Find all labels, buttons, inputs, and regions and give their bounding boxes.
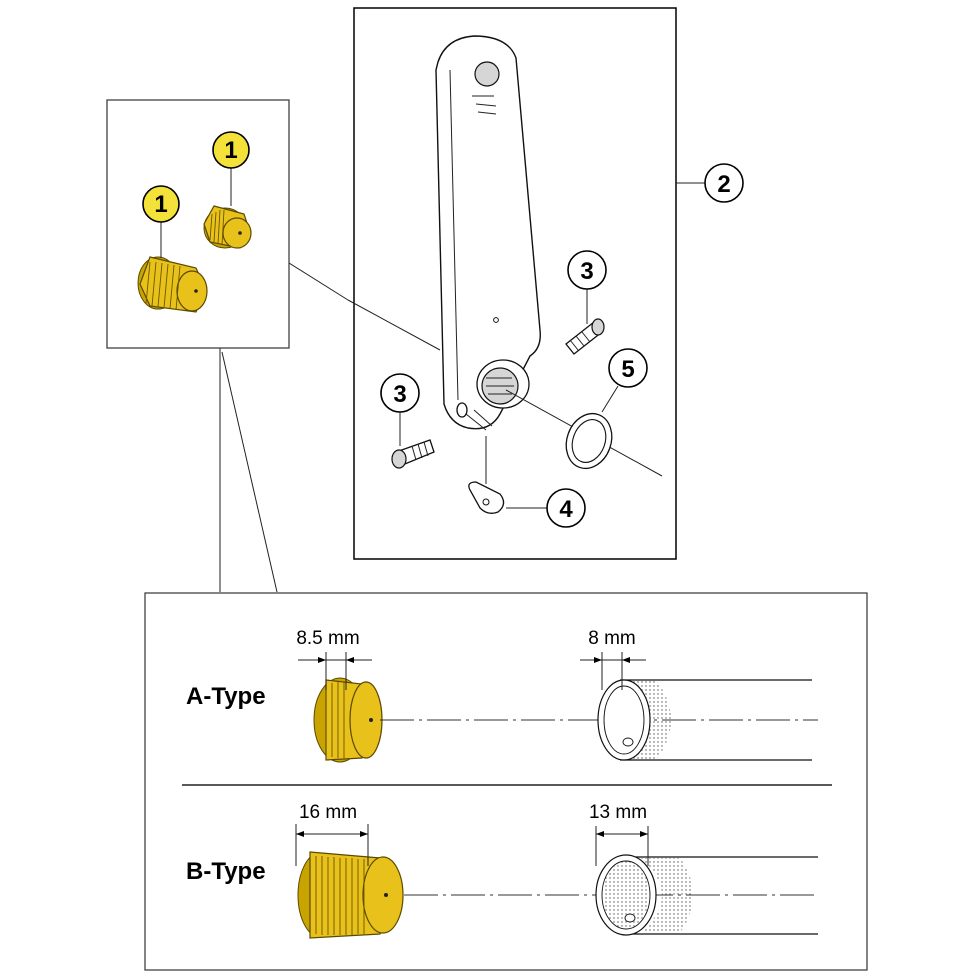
callout-1-upper-label: 1 <box>224 137 237 164</box>
bolt-type-panel: A-Type 8.5 mm 8 mm <box>144 592 868 971</box>
b-type-label: B-Type <box>186 858 266 885</box>
crank-bolt-icon <box>297 851 404 939</box>
callout-3-lower <box>380 373 420 413</box>
callout-3-upper <box>567 250 607 290</box>
callout-1-lower-label: 1 <box>154 191 167 218</box>
crank-bolt-panel: 1 1 <box>106 99 290 349</box>
spring-washer-icon <box>565 412 613 470</box>
callout-3-upper-label: 3 <box>580 258 593 285</box>
fixing-bolt-icon <box>565 318 605 355</box>
b-bolt-dimension: 16 mm <box>299 802 357 823</box>
crank-bolt-icon <box>313 677 383 763</box>
crank-bore-a <box>597 679 812 761</box>
crank-arm-panel: 3 3 5 4 <box>347 7 677 560</box>
callout-2-group: 2 <box>676 163 744 203</box>
callout-4-label: 4 <box>559 496 573 523</box>
callout-1-upper <box>212 131 250 169</box>
callout-3-lower-label: 3 <box>393 381 406 408</box>
a-bolt-dimension: 8.5 mm <box>296 628 359 649</box>
callout-5-label: 5 <box>621 356 634 383</box>
callout-4 <box>546 488 586 528</box>
callout-5 <box>608 348 648 388</box>
plate-icon <box>468 436 505 514</box>
callout-1-lower <box>142 185 180 223</box>
crank-bolt-icon <box>203 205 252 249</box>
a-type-label: A-Type <box>186 683 266 710</box>
crank-bolt-icon <box>137 256 208 313</box>
a-bore-dimension: 8 mm <box>588 628 636 649</box>
callout-2 <box>704 163 744 203</box>
fixing-bolt-icon <box>391 439 435 469</box>
crank-bore-b <box>595 854 818 936</box>
callout-2-label: 2 <box>717 171 730 198</box>
b-bore-dimension: 13 mm <box>589 802 647 823</box>
